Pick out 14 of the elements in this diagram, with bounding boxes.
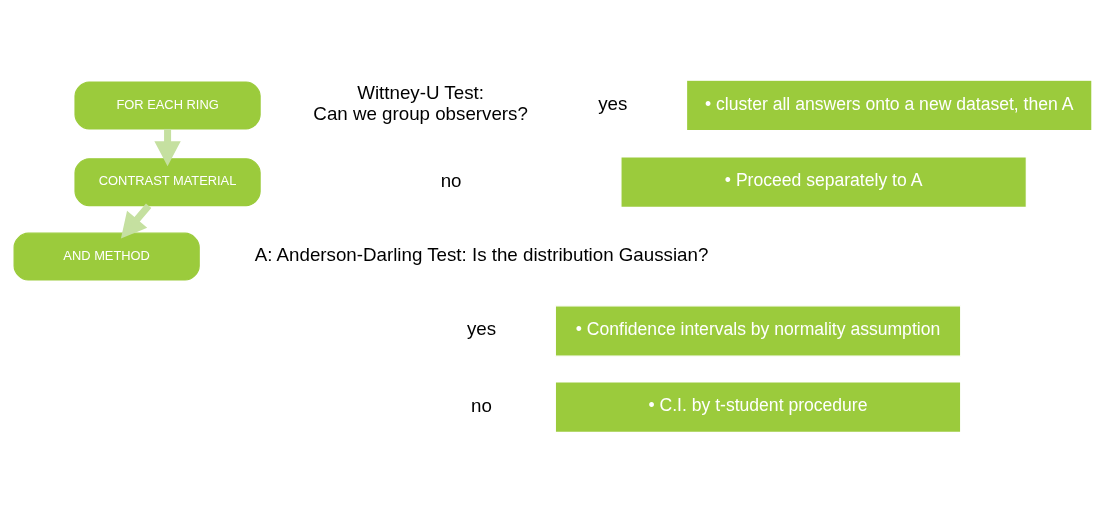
node-box: • Confidence intervals by normality assumption bbox=[554, 305, 962, 357]
label: yes bbox=[466, 318, 497, 340]
node-box: • C.I. by t-student procedure bbox=[554, 381, 962, 433]
arrow bbox=[120, 203, 152, 239]
node-box: AND METHOD bbox=[13, 232, 200, 281]
label: no bbox=[471, 394, 492, 416]
node-box: CONTRAST MATERIAL bbox=[74, 158, 261, 207]
node-box: • Proceed separately to A bbox=[620, 156, 1027, 208]
node-box: FOR EACH RING bbox=[74, 81, 261, 130]
node-box: • cluster all answers onto a new dataset, then A bbox=[685, 79, 1093, 132]
label: no bbox=[440, 169, 462, 191]
label: yes bbox=[598, 92, 628, 114]
label: Wittney-U Test: Can we group observers? bbox=[313, 82, 528, 125]
label: A: Anderson-Darling Test: Is the distribution Gaussian? bbox=[254, 244, 709, 266]
